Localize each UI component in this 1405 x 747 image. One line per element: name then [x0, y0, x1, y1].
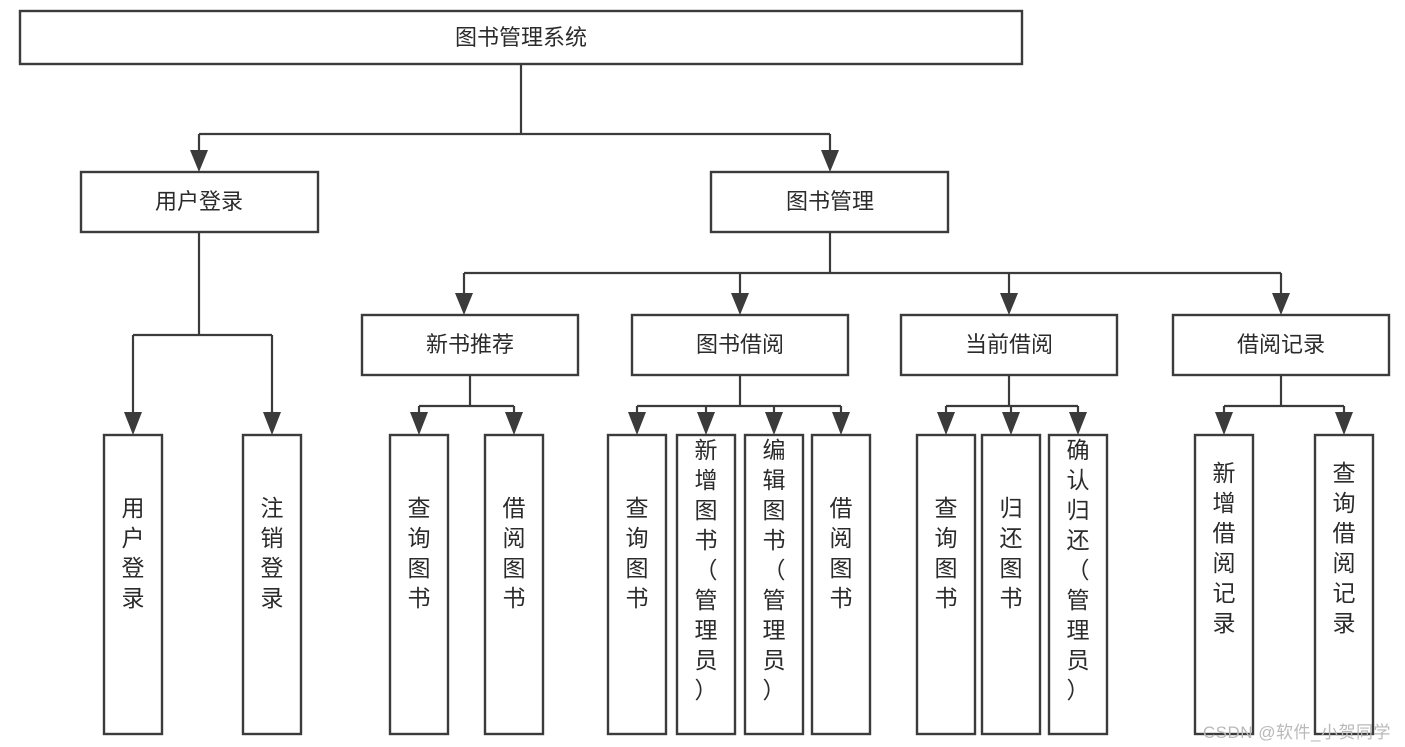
- leaf-borrow-book-2-label: 借阅图书: [830, 495, 853, 611]
- leaf-logout-label: 注销登录: [261, 495, 284, 611]
- node-borrow-record-label: 借阅记录: [1237, 332, 1325, 357]
- leaf-borrow-book-2-box[interactable]: [810, 433, 872, 736]
- node-book-borrow-label: 图书借阅: [696, 332, 784, 357]
- leaf-confirm-return[interactable]: 确认归还（管理员）: [1047, 433, 1109, 736]
- arrowhead-leaf-confirm-return: [1069, 412, 1087, 435]
- node-current-borrow-box[interactable]: [899, 313, 1119, 377]
- leaf-query-book-3-box[interactable]: [915, 433, 977, 736]
- arrowhead-leaf-borrow-book-2: [832, 412, 850, 435]
- node-book-borrow-box[interactable]: [630, 313, 850, 377]
- leaf-logout-box[interactable]: [241, 433, 303, 736]
- leaf-query-record[interactable]: 查询借阅记录: [1313, 433, 1375, 736]
- arrowhead-leaf-query-record: [1335, 412, 1353, 435]
- leaf-edit-book-box[interactable]: [743, 433, 805, 736]
- node-current-borrow[interactable]: 当前借阅: [899, 313, 1119, 377]
- leaf-return-book-label: 归还图书: [1000, 495, 1023, 611]
- node-borrow-record-box[interactable]: [1171, 313, 1391, 377]
- leaf-query-book-1-label: 查询图书: [408, 495, 431, 611]
- leaf-add-record-box[interactable]: [1193, 433, 1255, 736]
- leaf-borrow-book-1[interactable]: 借阅图书: [483, 433, 545, 736]
- node-user-login-label: 用户登录: [155, 189, 243, 214]
- node-user-login[interactable]: 用户登录: [79, 170, 320, 234]
- node-user-login-box[interactable]: [79, 170, 320, 234]
- node-current-borrow-label: 当前借阅: [965, 332, 1053, 357]
- node-borrow-record[interactable]: 借阅记录: [1171, 313, 1391, 377]
- arrowhead-leaf-edit-book: [765, 412, 783, 435]
- leaf-borrow-book-1-box[interactable]: [483, 433, 545, 736]
- leaf-add-record[interactable]: 新增借阅记录: [1193, 433, 1255, 736]
- leaf-borrow-book-2[interactable]: 借阅图书: [810, 433, 872, 736]
- node-root-label: 图书管理系统: [455, 25, 587, 50]
- node-new-book-recommend-box[interactable]: [360, 313, 580, 377]
- connectors: [124, 64, 1353, 435]
- leaf-query-book-2[interactable]: 查询图书: [606, 433, 668, 736]
- arrowhead-leaf-query-book-1: [410, 412, 428, 435]
- arrowhead-leaf-return-book: [1002, 412, 1020, 435]
- node-root[interactable]: 图书管理系统: [18, 9, 1024, 66]
- leaf-confirm-return-label: 确认归还（管理员）: [1067, 437, 1090, 703]
- arrowhead-book-borrow: [731, 293, 749, 315]
- arrowhead-leaf-user-login: [124, 412, 142, 435]
- leaf-add-book-label: 新增图书（管理员）: [695, 437, 718, 703]
- leaf-query-record-label: 查询借阅记录: [1333, 460, 1356, 636]
- leaf-query-book-2-box[interactable]: [606, 433, 668, 736]
- leaf-add-book[interactable]: 新增图书（管理员）: [675, 433, 737, 736]
- node-new-book-recommend[interactable]: 新书推荐: [360, 313, 580, 377]
- arrowhead-leaf-query-book-3: [937, 412, 955, 435]
- leaf-user-login[interactable]: 用户登录: [102, 433, 164, 736]
- arrowhead-leaf-borrow-book-1: [505, 412, 523, 435]
- leaf-confirm-return-box[interactable]: [1047, 433, 1109, 736]
- arrowhead-leaf-query-book-2: [628, 412, 646, 435]
- leaf-return-book[interactable]: 归还图书: [980, 433, 1042, 736]
- arrowhead-leaf-logout: [263, 412, 281, 435]
- node-new-book-recommend-label: 新书推荐: [426, 332, 514, 357]
- leaf-add-book-box[interactable]: [675, 433, 737, 736]
- arrowhead-leaf-add-record: [1215, 412, 1233, 435]
- leaf-query-book-1[interactable]: 查询图书: [388, 433, 450, 736]
- node-book-manage[interactable]: 图书管理: [709, 170, 950, 234]
- arrowhead-borrow-record: [1272, 293, 1290, 315]
- arrowhead-book-manage: [821, 150, 839, 172]
- leaf-query-book-3[interactable]: 查询图书: [915, 433, 977, 736]
- arrowhead-leaf-add-book: [697, 412, 715, 435]
- node-book-borrow[interactable]: 图书借阅: [630, 313, 850, 377]
- leaf-add-record-label: 新增借阅记录: [1213, 460, 1236, 636]
- node-book-manage-box[interactable]: [709, 170, 950, 234]
- leaf-query-book-3-label: 查询图书: [935, 495, 958, 611]
- leaf-user-login-label: 用户登录: [122, 495, 145, 611]
- leaf-query-record-box[interactable]: [1313, 433, 1375, 736]
- leaf-edit-book-label: 编辑图书（管理员）: [763, 437, 786, 703]
- leaf-logout[interactable]: 注销登录: [241, 433, 303, 736]
- leaf-query-book-2-label: 查询图书: [626, 495, 649, 611]
- leaf-query-book-1-box[interactable]: [388, 433, 450, 736]
- leaf-edit-book[interactable]: 编辑图书（管理员）: [743, 433, 805, 736]
- leaf-user-login-box[interactable]: [102, 433, 164, 736]
- csdn-watermark: CSDN @软件_小贺同学: [1202, 723, 1391, 742]
- leaf-return-book-box[interactable]: [980, 433, 1042, 736]
- node-root-box[interactable]: [18, 9, 1024, 66]
- node-book-manage-label: 图书管理: [786, 189, 874, 214]
- arrowhead-current-borrow: [1000, 293, 1018, 315]
- leaf-borrow-book-1-label: 借阅图书: [503, 495, 526, 611]
- arrowhead-new-book-recommend: [455, 293, 473, 315]
- arrowhead-user-login: [190, 150, 208, 172]
